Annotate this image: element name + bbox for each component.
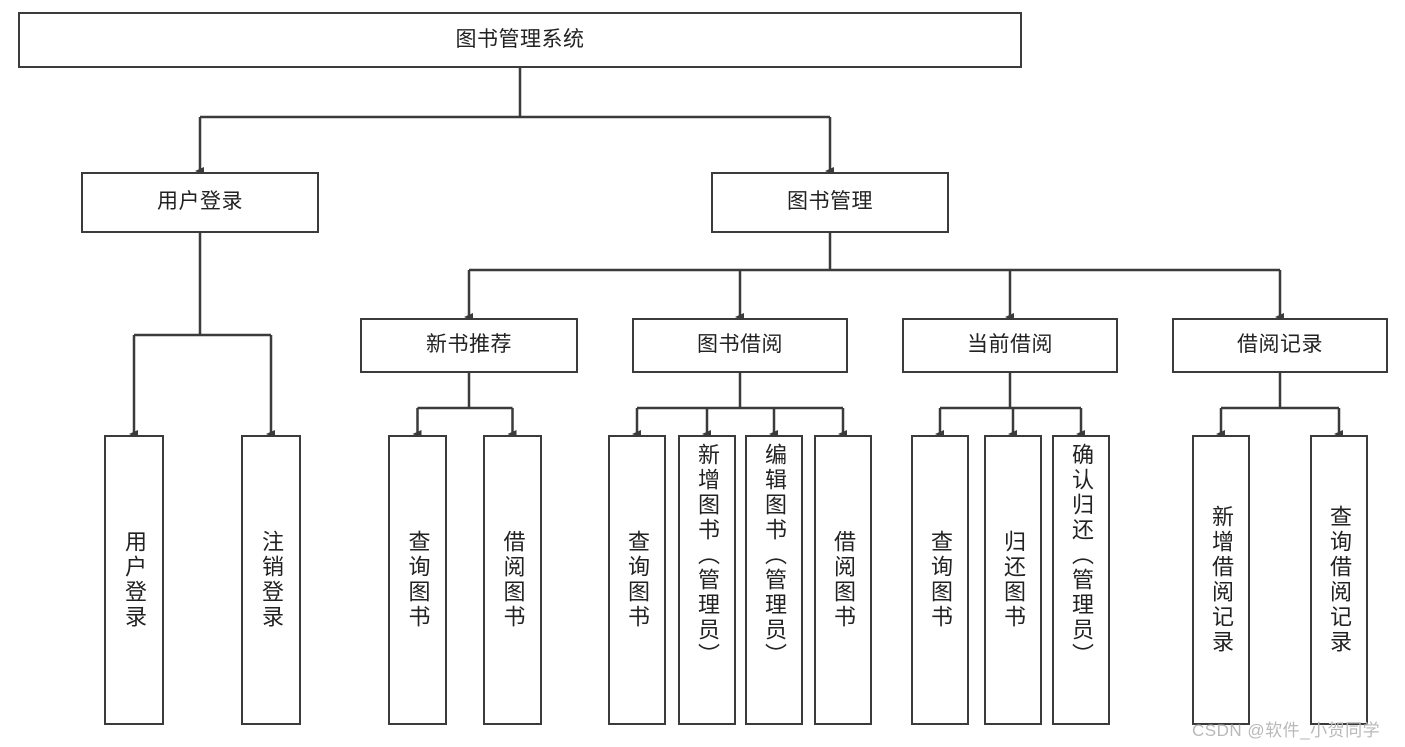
node-leaf-add-record[interactable]: 新增借阅记录 <box>1192 435 1250 725</box>
node-label: 图书管理系统 <box>455 27 585 51</box>
node-l2-book-manage[interactable]: 图书管理 <box>711 172 949 233</box>
node-label: 用户登录 <box>157 190 243 214</box>
node-leaf-edit-book[interactable]: 编辑图书（管理员） <box>745 435 803 725</box>
node-label: 新增图书（管理员） <box>695 443 720 668</box>
node-leaf-borrow-book-b[interactable]: 借阅图书 <box>814 435 872 725</box>
node-leaf-query-book-b[interactable]: 查询图书 <box>608 435 666 725</box>
node-label: 归还图书 <box>1001 530 1026 630</box>
node-label: 查询图书 <box>928 530 953 630</box>
node-l2-user-login[interactable]: 用户登录 <box>81 172 319 233</box>
node-root[interactable]: 图书管理系统 <box>18 12 1022 68</box>
node-l3-book-borrow[interactable]: 图书借阅 <box>632 318 848 373</box>
node-label: 查询图书 <box>405 530 431 630</box>
node-label: 当前借阅 <box>967 333 1053 357</box>
node-label: 新增借阅记录 <box>1209 505 1234 655</box>
node-l3-borrow-record[interactable]: 借阅记录 <box>1172 318 1388 373</box>
node-leaf-return-book[interactable]: 归还图书 <box>984 435 1042 725</box>
edge-group <box>129 68 1343 438</box>
node-l3-new-book-rec[interactable]: 新书推荐 <box>360 318 578 373</box>
node-leaf-add-book[interactable]: 新增图书（管理员） <box>678 435 736 725</box>
node-leaf-logout[interactable]: 注销登录 <box>241 435 301 725</box>
node-l3-current-borrow[interactable]: 当前借阅 <box>902 318 1118 373</box>
node-label: 查询图书 <box>625 530 650 630</box>
watermark: CSDN @软件_小贺同学 <box>1192 721 1381 740</box>
node-leaf-user-login[interactable]: 用户登录 <box>104 435 164 725</box>
node-label: 图书管理 <box>787 190 873 214</box>
node-label: 新书推荐 <box>426 333 512 357</box>
node-leaf-query-record[interactable]: 查询借阅记录 <box>1310 435 1368 725</box>
node-label: 借阅图书 <box>500 530 526 630</box>
node-leaf-query-book-a[interactable]: 查询图书 <box>388 435 447 725</box>
node-label: 用户登录 <box>122 530 147 630</box>
node-leaf-confirm-return[interactable]: 确认归还（管理员） <box>1052 435 1110 725</box>
node-label: 确认归还（管理员） <box>1069 443 1094 668</box>
node-leaf-query-book-c[interactable]: 查询图书 <box>911 435 969 725</box>
node-label: 借阅记录 <box>1237 333 1323 357</box>
node-label: 查询借阅记录 <box>1327 505 1352 655</box>
node-label: 注销登录 <box>259 530 284 630</box>
node-leaf-borrow-book-a[interactable]: 借阅图书 <box>483 435 542 725</box>
node-label: 图书借阅 <box>697 333 783 357</box>
node-label: 编辑图书（管理员） <box>762 443 787 668</box>
node-label: 借阅图书 <box>831 530 856 630</box>
